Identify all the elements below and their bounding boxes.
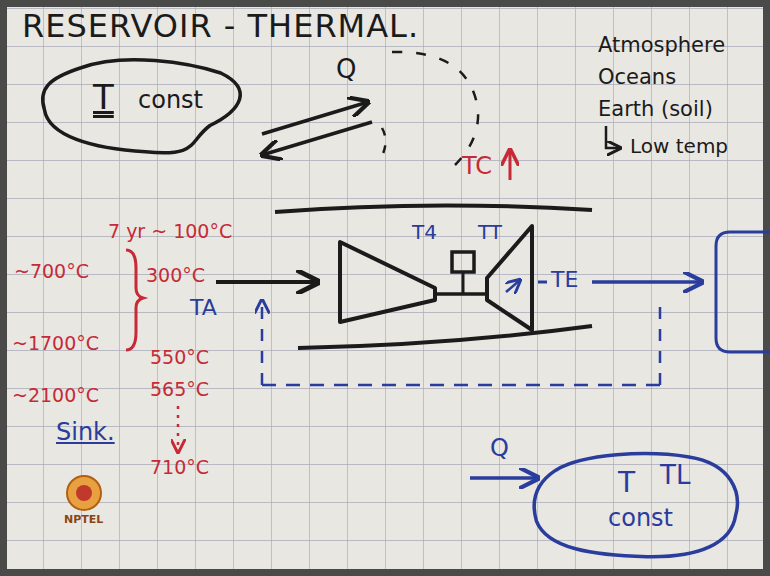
- temperature-value: 7 yr ~ 100°C: [108, 222, 232, 242]
- node-text: T: [618, 468, 635, 497]
- temperature-symbol: TE: [551, 268, 578, 291]
- temperature-value: 565°C: [150, 380, 209, 400]
- temperature-value: ~700°C: [14, 262, 89, 282]
- temperature-symbol: TC: [462, 154, 492, 179]
- temperature-value: ~1700°C: [12, 334, 99, 354]
- inlet-arrow: [216, 280, 318, 284]
- duct-wall: [275, 205, 592, 212]
- dashed-return: [659, 300, 662, 385]
- reservoir-blob: Tconst: [38, 52, 253, 157]
- shaft: [435, 292, 487, 296]
- heat-label: Q: [490, 436, 509, 461]
- title: RESERVOIR - THERMAL.: [22, 10, 419, 44]
- compressor-symbol: [340, 242, 435, 322]
- temperature-value: 710°C: [150, 458, 209, 478]
- temperature-symbol: TA: [190, 296, 217, 319]
- flow-arrow: [506, 280, 520, 292]
- dashed-return: [261, 300, 264, 385]
- dash-mark: [538, 281, 547, 284]
- heat-arrow: [470, 476, 538, 480]
- node-text: const: [608, 506, 673, 531]
- logo-text: NPTEL: [64, 514, 103, 526]
- logo-symbol: [67, 476, 101, 510]
- node-text: TL: [660, 462, 690, 489]
- dotted-arrow: [177, 406, 180, 452]
- exhaust-region: [716, 232, 770, 352]
- note: Atmosphere: [598, 34, 725, 56]
- reservoir-blob: T TL const: [530, 448, 742, 560]
- note: Oceans: [598, 66, 676, 88]
- note: Earth (soil): [598, 98, 713, 120]
- node-text: const: [138, 88, 203, 113]
- logo-symbol: [76, 485, 92, 501]
- exhaust-arrow: [592, 280, 702, 284]
- blob-outline: [43, 60, 241, 153]
- combustor-duct: [462, 272, 465, 294]
- duct-wall: [298, 326, 592, 348]
- heat-label: Q: [336, 56, 356, 83]
- temperature-value: ~2100°C: [12, 386, 99, 406]
- dashed-boundary: [392, 52, 478, 165]
- blob-outline: [530, 448, 742, 560]
- node-text: T: [93, 80, 114, 116]
- temperature-value: 300°C: [146, 266, 205, 286]
- hook-arrow: [606, 126, 620, 148]
- heading: Sink.: [56, 420, 115, 445]
- brace: [126, 250, 143, 350]
- dashed-return: [262, 384, 660, 387]
- blob-outline: [534, 454, 737, 557]
- dashed-boundary: [380, 128, 386, 160]
- heat-arrow: [262, 122, 372, 155]
- rise-arrow: [509, 150, 512, 180]
- temperature-value: 550°C: [150, 348, 209, 368]
- temperature-symbol: TT: [478, 222, 502, 243]
- combustor-symbol: [452, 252, 474, 272]
- temperature-symbol: T4: [412, 222, 437, 243]
- note: Low temp: [630, 136, 728, 157]
